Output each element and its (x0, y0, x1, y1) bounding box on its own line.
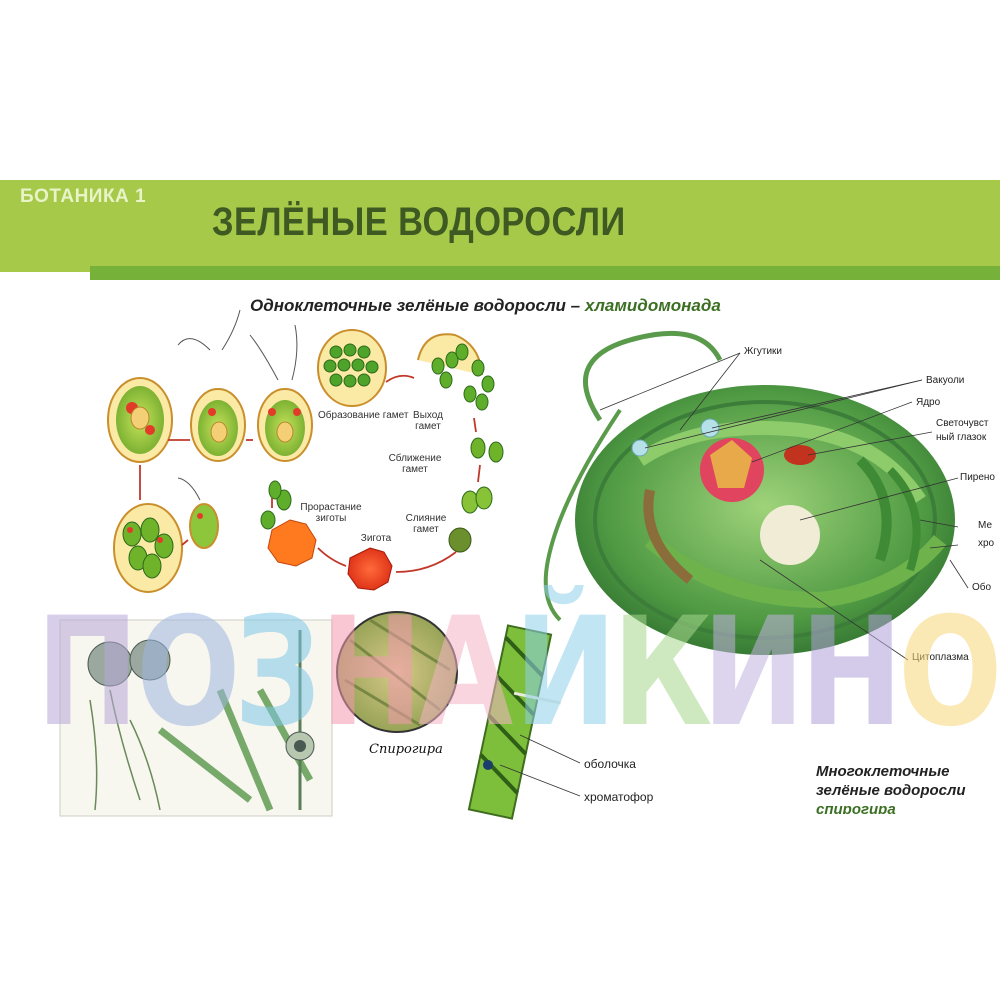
spirogyra-sketch-panel (59, 619, 333, 817)
life-cycle-diagram (107, 309, 504, 593)
watermark-letter: А (418, 586, 513, 760)
watermark-letter: Н (800, 586, 903, 760)
header-underline (90, 266, 1000, 280)
watermark-letter: З (234, 586, 321, 760)
spirogyra-caption: Спирогира (369, 742, 443, 757)
zygote-young (448, 527, 472, 553)
watermark-letter: И (702, 586, 805, 760)
multicellular-accent: спирогира (816, 801, 896, 814)
label-gamete-approach: Сближение гамет (388, 453, 442, 475)
label-flagella: Жгутики (744, 346, 783, 357)
label-nucleus: Ядро (916, 397, 941, 408)
label-membrane-1: Ме (978, 520, 993, 531)
watermark-letter: О (898, 586, 1000, 760)
gamete-approach-pair (470, 437, 504, 463)
label-vacuoles: Вакуоли (926, 375, 965, 386)
unicellular-heading-accent: хламидомонада (584, 296, 721, 315)
multicellular-line2: зелёные водоросли (816, 782, 966, 799)
spirogyra-filament (467, 624, 581, 820)
cell-gamete-exit (417, 333, 495, 411)
spirogyra-micro-circle (336, 611, 458, 733)
cell-gamete-formation (317, 329, 387, 407)
series-label: БОТАНИКА 1 (20, 186, 147, 207)
label-cytoplasm: Цитоплазма (912, 652, 969, 663)
watermark-letter: К (612, 586, 713, 760)
zygote-germinating (260, 480, 317, 567)
cell-leader-lines (599, 352, 969, 661)
unicellular-heading-prefix: Одноклеточные зелёные водоросли – (250, 296, 585, 315)
label-gamete-exit: Выход гамет (413, 410, 443, 432)
label-zygote-germination: Прорастание зиготы (300, 502, 362, 524)
cycle-arrows (139, 374, 481, 573)
label-shell: Обо (972, 582, 992, 593)
watermark-letter: Н (320, 586, 423, 760)
cell-quadrant-1 (107, 377, 173, 463)
label-spirogyra-chromatophore: хроматофор (584, 790, 654, 804)
label-zygote: Зигота (360, 533, 392, 544)
header-band (0, 180, 1000, 272)
label-eyespot-2: ный глазок (936, 432, 987, 443)
cell-quadrant-2 (177, 309, 246, 462)
cell-young (177, 477, 219, 549)
multicellular-line1: Многоклеточные (816, 763, 950, 780)
label-eyespot-1: Светочувст (936, 418, 989, 429)
unicellular-heading: Одноклеточные зелёные водоросли – хламид… (250, 296, 721, 316)
cell-quadrant-3 (249, 324, 313, 462)
label-membrane-2: хро (978, 538, 995, 549)
watermark-logo: ПОЗНАЙКИНО (36, 586, 1000, 760)
zygote-mature (347, 547, 393, 591)
watermark-letter: О (136, 586, 241, 760)
label-spirogyra-shell: оболочка (584, 757, 636, 771)
gamete-fusion (461, 486, 493, 514)
watermark-letter: Й (514, 586, 617, 760)
cell-bottom-left (113, 503, 183, 593)
label-gamete-formation: Образование гамет (318, 410, 409, 421)
multicellular-heading: Многоклеточные зелёные водоросли спироги… (816, 762, 965, 814)
watermark-letter: П (36, 586, 139, 760)
page-title: ЗЕЛЁНЫЕ ВОДОРОСЛИ (212, 200, 626, 244)
label-gamete-fusion: Слияние гамет (405, 513, 447, 535)
label-pyrenoid: Пирено (960, 472, 995, 483)
chlamydomonas-cell-diagram (543, 330, 969, 661)
